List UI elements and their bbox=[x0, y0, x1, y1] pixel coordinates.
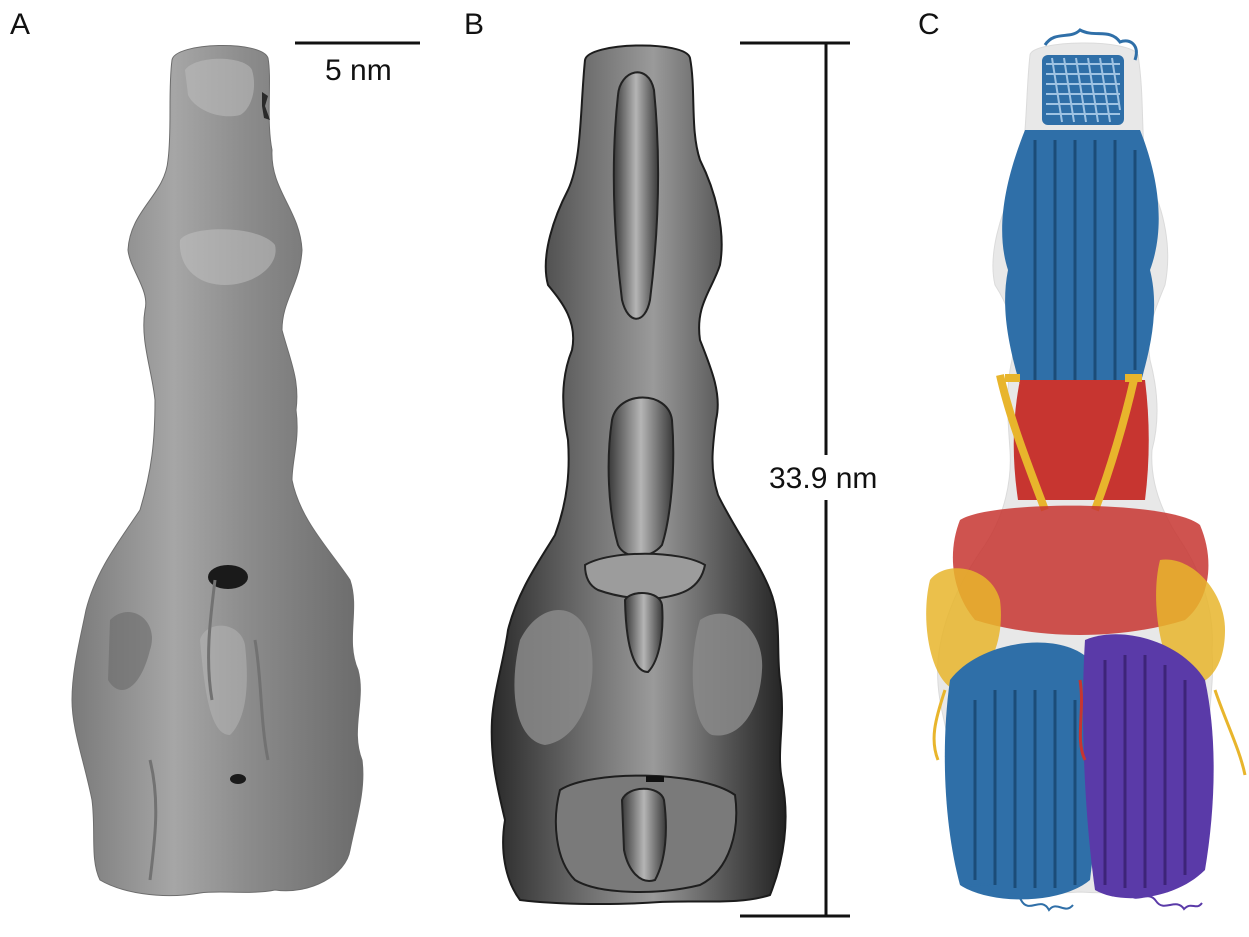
panel-c-structure bbox=[926, 30, 1245, 910]
height-bar-label: 33.9 nm bbox=[769, 462, 877, 495]
panel-c-lower-purple bbox=[1083, 634, 1214, 898]
panel-b-density-map bbox=[492, 45, 786, 904]
panel-a-hole bbox=[230, 774, 246, 784]
scale-bar-label: 5 nm bbox=[325, 54, 392, 87]
panel-a-surface bbox=[72, 45, 363, 895]
panel-b-small-slot bbox=[646, 776, 664, 782]
panel-b-mid-channel bbox=[609, 398, 674, 557]
panel-b-central-channel bbox=[614, 72, 658, 318]
panel-a-density-map bbox=[72, 45, 363, 895]
